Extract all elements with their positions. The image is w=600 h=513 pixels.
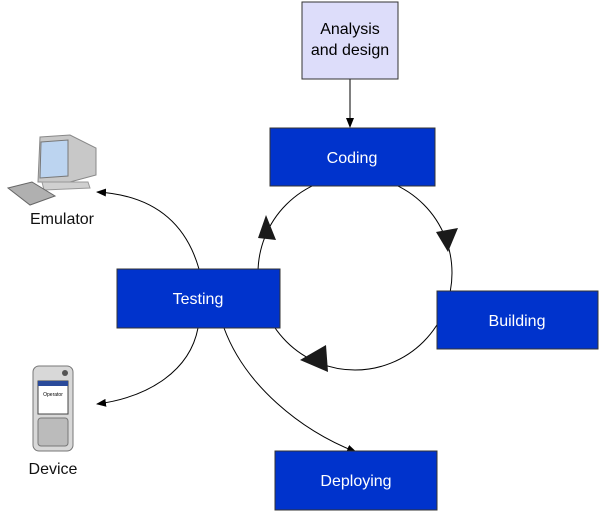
coding-label: Coding: [327, 150, 378, 167]
analysis-label-line1: Analysis: [320, 21, 380, 38]
testing-label: Testing: [173, 291, 224, 308]
testing-to-device-arrow: [96, 327, 199, 407]
cycle-arrowhead-up: [258, 215, 276, 240]
deploying-label: Deploying: [320, 473, 391, 490]
cycle-arrowhead-left: [300, 345, 328, 372]
emulator-label: Emulator: [30, 211, 95, 228]
cycle-circle: [257, 175, 453, 371]
desktop-computer-icon: [6, 134, 97, 206]
analysis-label-line2: and design: [311, 42, 389, 59]
testing-to-deploying-arrow: [223, 327, 357, 453]
mobile-phone-icon: Operator: [32, 365, 74, 452]
coding-node: Coding: [269, 127, 436, 187]
deploying-node: Deploying: [274, 450, 438, 511]
analysis-and-design-node: Analysis and design: [301, 1, 399, 80]
building-node: Building: [436, 290, 599, 350]
testing-node: Testing: [116, 268, 281, 329]
testing-to-emulator-arrow: [96, 188, 200, 270]
cycle-arrowhead-down: [436, 228, 458, 252]
building-label: Building: [489, 313, 546, 330]
device-screen-text: Operator: [43, 392, 63, 398]
device-label: Device: [29, 461, 78, 478]
